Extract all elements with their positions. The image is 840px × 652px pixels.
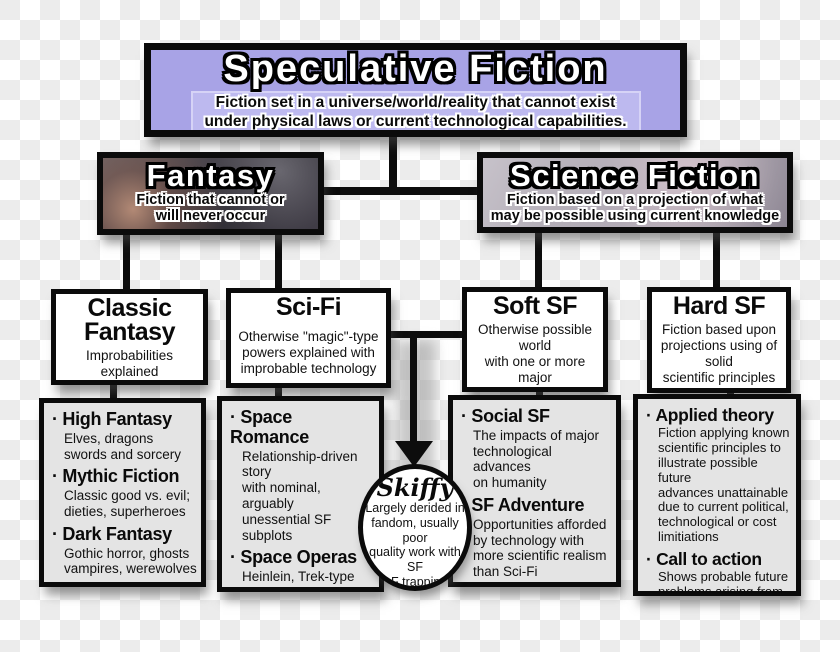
category-box-classic-fantasy: Classic Fantasy Improbabilities explaine…: [51, 289, 208, 385]
connector-root-vertical: [389, 130, 397, 192]
fantasy-subtitle: Fiction that cannot or will never occur: [136, 192, 285, 225]
skiffy-arrowhead-icon: [395, 441, 433, 467]
list-item: Space Operas Heinlein, Trek-type space a…: [230, 547, 375, 587]
desc-high-fantasy: Elves, dragons swords and sorcery: [64, 430, 182, 462]
sci-fi-title: Sci-Fi: [275, 293, 342, 321]
desc-dark-fantasy: Gothic horror, ghosts vampires, werewolv…: [64, 545, 197, 577]
list-item: Applied theory Fiction applying known sc…: [646, 405, 792, 545]
branch-box-fantasy: Fantasy Fiction that cannot or will neve…: [97, 152, 324, 235]
connector-branches-horizontal: [319, 187, 483, 195]
hard-sf-subtitle: Fiction based upon projections using of …: [660, 321, 778, 388]
desc-applied-theory: Fiction applying known scientific princi…: [658, 425, 790, 544]
term-mythic-fiction: Mythic Fiction: [52, 467, 197, 487]
skiffy-desc: Largely derided in fandom, usually poor …: [365, 501, 465, 589]
branch-box-science-fiction: Science Fiction Fiction based on a proje…: [477, 152, 793, 233]
desc-space-operas: Heinlein, Trek-type space adventure with…: [242, 569, 355, 587]
desc-mythic-fiction: Classic good vs. evil; dieties, superher…: [64, 488, 191, 519]
term-dark-fantasy: Dark Fantasy: [52, 524, 197, 545]
connector-scifi-detail: [275, 382, 282, 400]
term-social-sf: Social SF: [461, 406, 612, 427]
list-item: Space Romance Relationship-driven story …: [230, 407, 375, 543]
list-item: SF Adventure Opportunities afforded by t…: [461, 495, 612, 580]
connector-soft-detail: [536, 386, 543, 400]
skiffy-arrow-horizontal: [388, 331, 466, 338]
hard-sf-title: Hard SF: [672, 292, 766, 320]
skiffy-arrow-vertical: [410, 331, 417, 443]
desc-sf-adventure: Opportunities afforded by technology wit…: [473, 516, 607, 580]
category-box-hard-sf: Hard SF Fiction based upon projections u…: [647, 287, 791, 393]
soft-sf-title: Soft SF: [493, 292, 578, 320]
term-sf-adventure: SF Adventure: [461, 495, 612, 516]
desc-call-to-action: Shows probable future problems arising f…: [658, 569, 789, 596]
detail-box-sci-fi: Space Romance Relationship-driven story …: [217, 396, 384, 592]
term-applied-theory: Applied theory: [646, 405, 792, 425]
root-title: Speculative Fiction: [223, 48, 608, 90]
root-subtitle: Fiction set in a universe/world/reality …: [204, 93, 627, 130]
desc-social-sf: The impacts of major technological advan…: [473, 427, 600, 491]
category-box-soft-sf: Soft SF Otherwise possible world with on…: [462, 287, 608, 392]
connector-classic-detail: [110, 380, 117, 402]
term-call-to-action: Call to action: [646, 549, 792, 569]
skiffy-title: Skiffy: [376, 473, 454, 502]
list-item: Mythic Fiction Classic good vs. evil; di…: [52, 467, 197, 519]
desc-space-romance: Relationship-driven story with nominal, …: [242, 448, 358, 543]
term-space-romance: Space Romance: [230, 407, 375, 448]
classic-fantasy-title: Classic Fantasy: [84, 294, 175, 346]
fantasy-title: Fantasy: [146, 158, 275, 193]
root-node-box: Speculative Fiction Fiction set in a uni…: [144, 43, 687, 137]
list-item: Call to action Shows probable future pro…: [646, 549, 792, 596]
category-box-sci-fi: Sci-Fi Otherwise "magic"-type powers exp…: [226, 288, 391, 388]
classic-fantasy-subtitle: Improbabilities explained by "magic"-typ…: [59, 347, 200, 381]
connector-fantasy-classic: [123, 230, 130, 292]
detail-box-hard-sf: Applied theory Fiction applying known sc…: [633, 394, 801, 596]
connector-sf-soft: [535, 229, 542, 291]
term-high-fantasy: High Fantasy: [52, 409, 197, 430]
list-item: Dark Fantasy Gothic horror, ghosts vampi…: [52, 524, 197, 577]
detail-box-fantasy: High Fantasy Elves, dragons swords and s…: [39, 398, 206, 587]
connector-fantasy-scifi: [275, 230, 282, 292]
sci-fi-subtitle: Otherwise "magic"-type powers explained …: [238, 328, 379, 377]
soft-sf-subtitle: Otherwise possible world with one or mor…: [477, 321, 593, 387]
science-fiction-subtitle: Fiction based on a projection of what ma…: [490, 192, 780, 225]
connector-hard-detail: [727, 386, 734, 400]
science-fiction-title: Science Fiction: [510, 158, 760, 193]
root-subtitle-panel: Fiction set in a universe/world/reality …: [190, 90, 641, 130]
detail-box-soft-sf: Social SF The impacts of major technolog…: [448, 395, 621, 587]
skiffy-circle: Skiffy Largely derided in fandom, usuall…: [358, 464, 472, 591]
list-item: Social SF The impacts of major technolog…: [461, 406, 612, 491]
term-space-operas: Space Operas: [230, 547, 375, 568]
list-item: High Fantasy Elves, dragons swords and s…: [52, 409, 197, 462]
connector-sf-hard: [713, 229, 720, 291]
